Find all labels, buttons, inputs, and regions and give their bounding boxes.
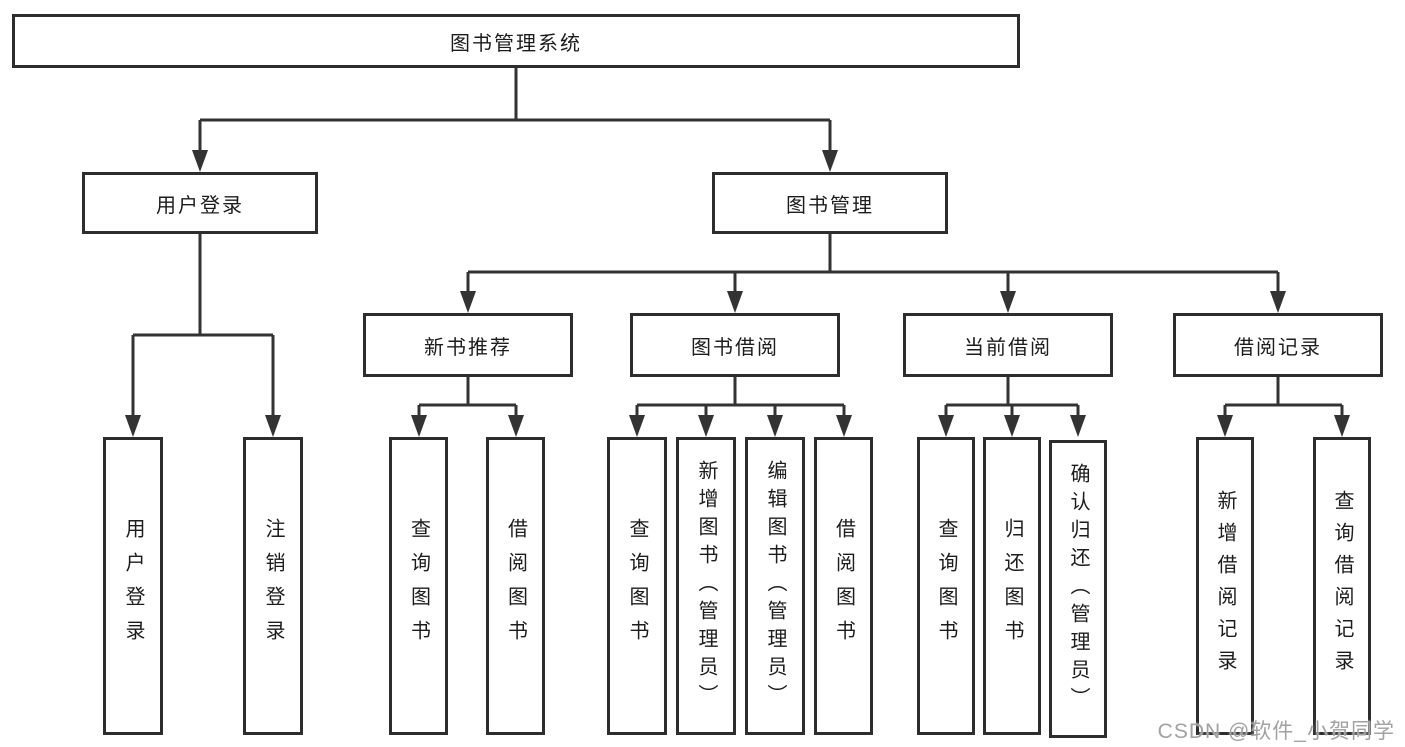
node-new-book-recommend-label: 新书推荐: [424, 336, 512, 359]
leaf-borrow-borrow-label: 借阅图书: [832, 518, 855, 654]
leaf-borrow-add-admin: 新增图书（管理员）: [676, 437, 736, 735]
leaf-user-login-label: 用户登录: [122, 518, 144, 654]
node-root-system: 图书管理系统: [12, 14, 1020, 68]
leaf-current-return-label: 归还图书: [1001, 518, 1023, 654]
connector-borrow-records-children: [1223, 377, 1344, 416]
node-user-login: 用户登录: [82, 172, 318, 234]
connector-new-books-children: [417, 377, 518, 416]
node-borrow-records: 借阅记录: [1173, 313, 1383, 377]
leaf-borrow-edit-admin: 编辑图书（管理员）: [745, 437, 805, 735]
leaf-newbooks-borrow: 借阅图书: [486, 437, 545, 735]
node-current-borrow: 当前借阅: [903, 313, 1113, 377]
node-borrow-records-label: 借阅记录: [1234, 336, 1322, 359]
node-book-borrow-label: 图书借阅: [691, 336, 779, 359]
leaf-newbooks-borrow-label: 借阅图书: [504, 518, 527, 654]
leaf-user-login: 用户登录: [103, 437, 163, 735]
node-new-book-recommend: 新书推荐: [363, 313, 573, 377]
leaf-newbooks-query: 查询图书: [389, 437, 448, 735]
leaf-borrow-add-admin-label: 新增图书（管理员）: [695, 460, 717, 712]
leaf-borrow-borrow: 借阅图书: [814, 437, 873, 735]
node-book-management: 图书管理: [712, 172, 948, 234]
node-book-borrow: 图书借阅: [630, 313, 840, 377]
leaf-current-query-label: 查询图书: [935, 518, 957, 654]
csdn-watermark: CSDN @软件_小贺同学: [1157, 720, 1395, 743]
leaf-newbooks-query-label: 查询图书: [407, 518, 430, 654]
connector-current-borrow-children: [944, 377, 1080, 416]
leaf-logout: 注销登录: [243, 437, 303, 735]
leaf-logout-label: 注销登录: [262, 518, 284, 654]
leaf-current-query: 查询图书: [917, 437, 975, 735]
leaf-record-add-label: 新增借阅记录: [1214, 490, 1236, 682]
leaf-borrow-edit-admin-label: 编辑图书（管理员）: [764, 460, 786, 712]
node-user-login-label: 用户登录: [156, 194, 244, 217]
leaf-current-confirm-admin-label: 确认归还（管理员）: [1067, 463, 1089, 715]
connector-book-borrow-children: [635, 377, 846, 416]
node-current-borrow-label: 当前借阅: [964, 336, 1052, 359]
leaf-current-return: 归还图书: [983, 437, 1041, 735]
node-book-management-label: 图书管理: [786, 194, 874, 217]
leaf-record-query-label: 查询借阅记录: [1331, 490, 1353, 682]
leaf-borrow-query-label: 查询图书: [626, 518, 648, 654]
leaf-record-add: 新增借阅记录: [1196, 437, 1254, 735]
connector-book-mgmt-children: [466, 234, 1280, 292]
node-root-system-label: 图书管理系统: [450, 32, 582, 55]
leaf-record-query: 查询借阅记录: [1313, 437, 1371, 735]
leaf-current-confirm-admin: 确认归还（管理员）: [1049, 440, 1107, 738]
connector-user-login-children: [131, 234, 275, 416]
leaf-borrow-query: 查询图书: [607, 437, 667, 735]
connector-root-to-level2: [198, 68, 832, 152]
